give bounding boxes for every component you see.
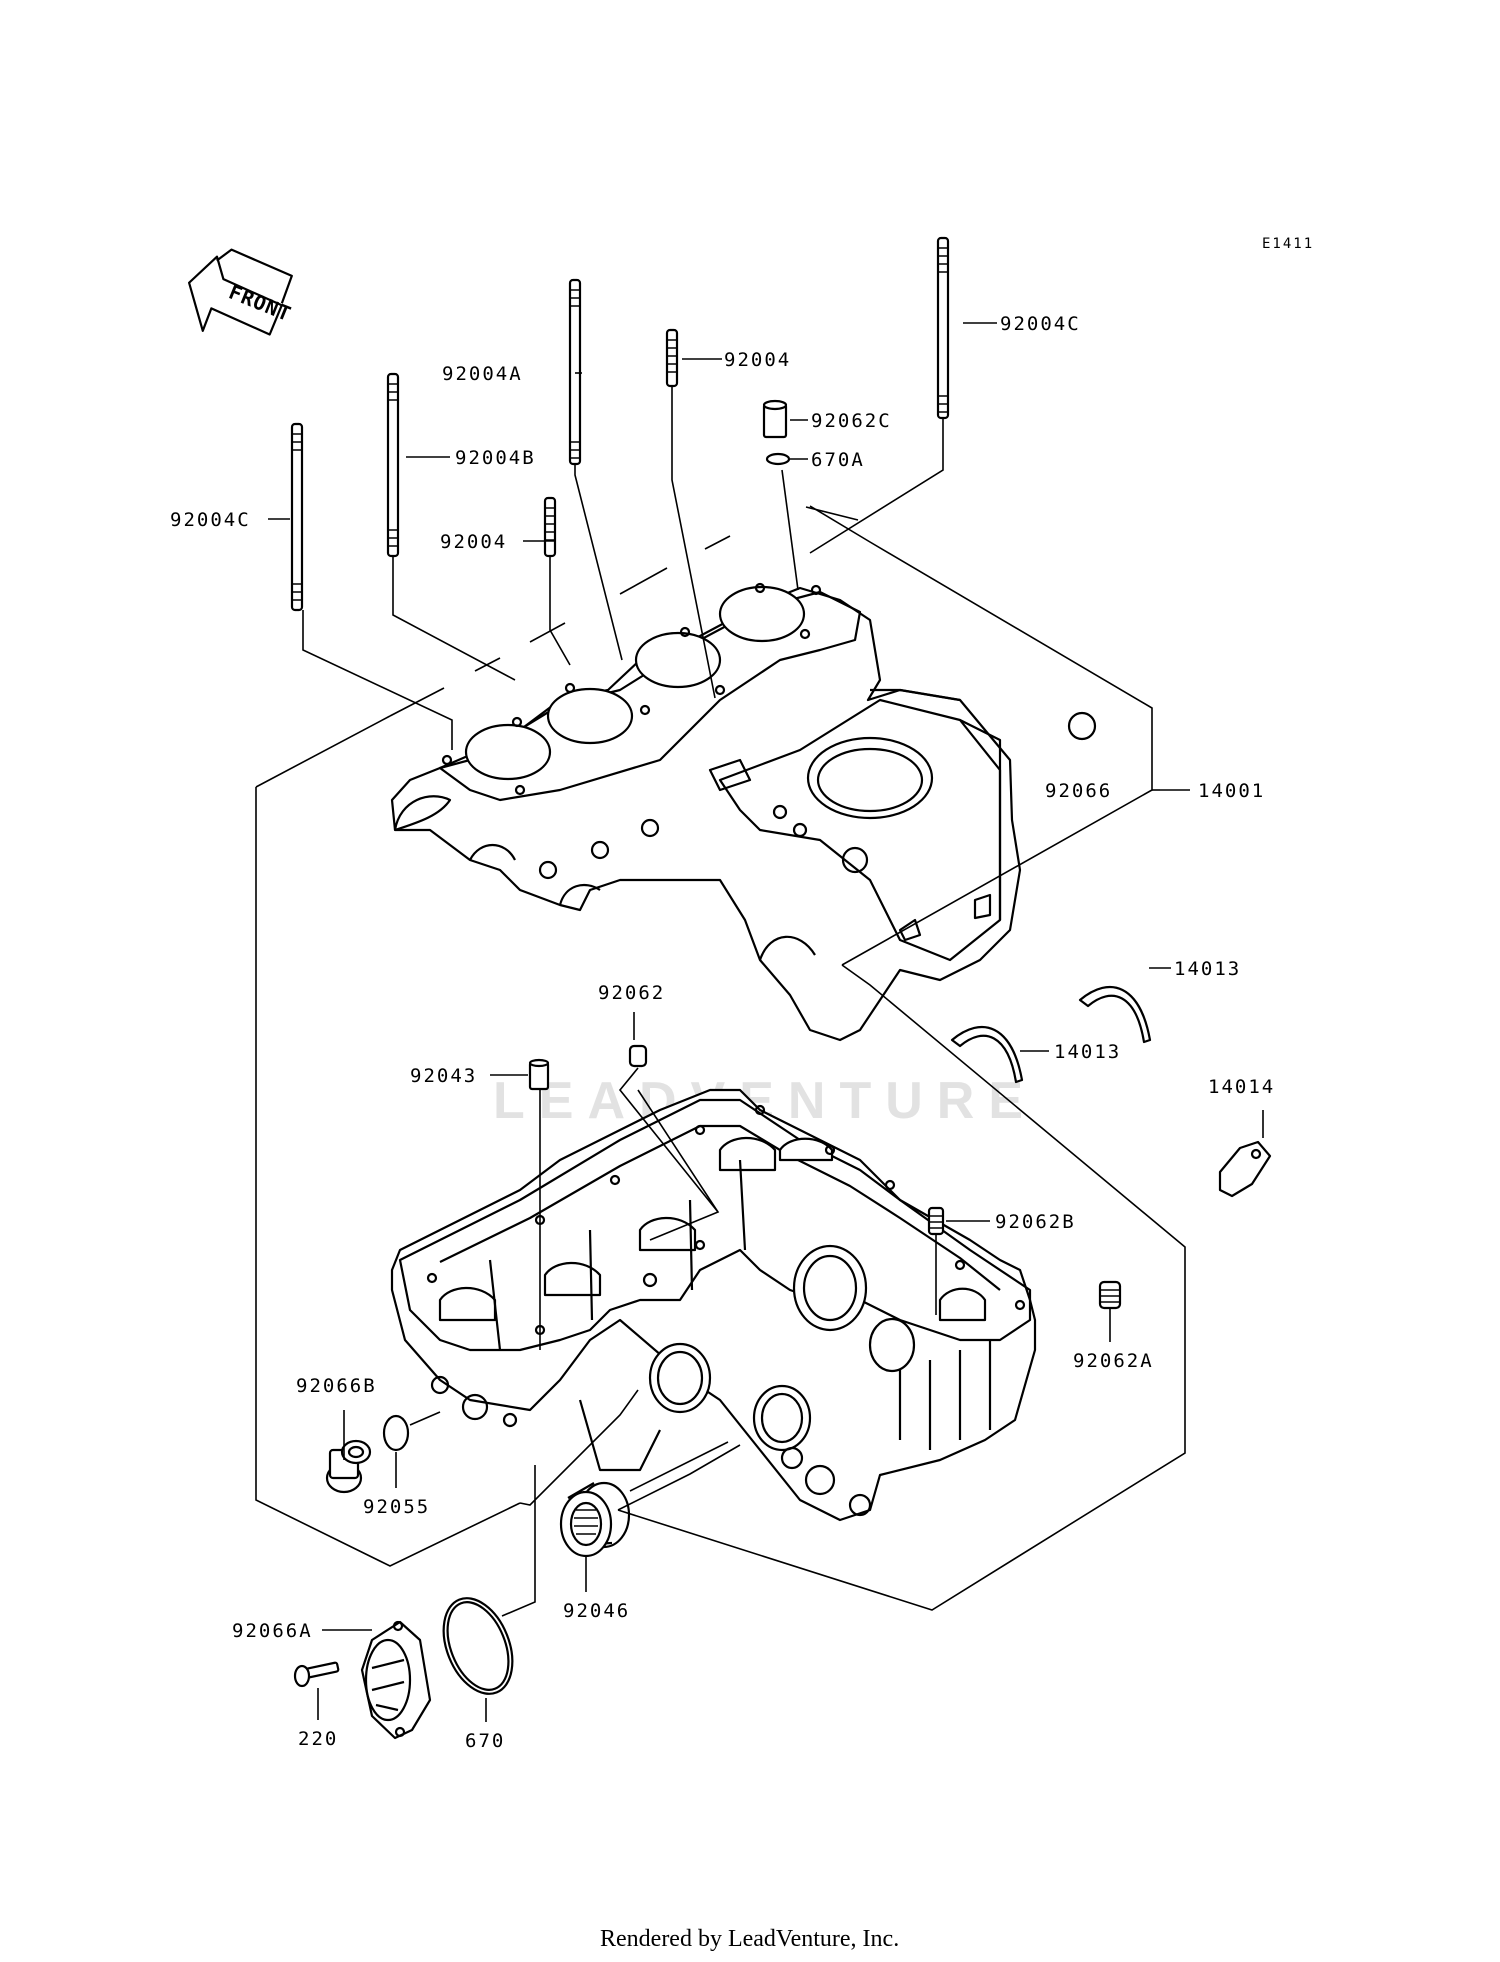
oring-670a — [765, 452, 791, 466]
label-92004-short: 92004 — [440, 531, 507, 553]
plug-92062a — [1098, 1280, 1122, 1310]
dowel-92043 — [528, 1058, 550, 1091]
bearing-92046 — [559, 1481, 631, 1558]
label-92066: 92066 — [1045, 780, 1112, 802]
stud-92004 — [665, 328, 679, 388]
label-92066b: 92066B — [296, 1375, 377, 1397]
label-92004c-top: 92004C — [1000, 313, 1081, 335]
label-220: 220 — [298, 1728, 338, 1750]
label-14013-b: 14013 — [1054, 1041, 1121, 1063]
label-670: 670 — [465, 1730, 505, 1752]
label-92004: 92004 — [724, 349, 791, 371]
leader-lines — [255, 322, 1264, 1722]
label-92055: 92055 — [363, 1496, 430, 1518]
cover-92066a — [360, 1620, 432, 1740]
plate-14014 — [1218, 1140, 1272, 1198]
label-92062: 92062 — [598, 982, 665, 1004]
stud-92004-short — [543, 496, 557, 558]
front-arrow-icon: FRONT — [187, 248, 295, 336]
gasket-92055 — [382, 1414, 410, 1452]
stud-92004c-left — [290, 422, 304, 612]
bolt-92066b — [325, 1439, 372, 1494]
stud-92004a — [568, 278, 582, 466]
label-92046: 92046 — [563, 1600, 630, 1622]
bolt-220 — [293, 1661, 340, 1688]
label-92004a: 92004A — [442, 363, 523, 385]
bearing-14013-a — [1078, 985, 1152, 1044]
stud-92004b — [386, 372, 400, 558]
bearing-14013-b — [950, 1025, 1024, 1084]
label-92004c-left: 92004C — [170, 509, 251, 531]
plug-92062b — [927, 1206, 945, 1236]
oring-670 — [442, 1597, 514, 1695]
label-14014: 14014 — [1208, 1076, 1275, 1098]
label-14013-a: 14013 — [1174, 958, 1241, 980]
label-92062b: 92062B — [995, 1211, 1076, 1233]
label-92062c: 92062C — [811, 410, 892, 432]
lower-crankcase — [390, 1088, 1037, 1522]
label-92066a: 92066A — [232, 1620, 313, 1642]
stud-92004c-top — [936, 236, 950, 420]
upper-crankcase — [390, 582, 1022, 1042]
plug-92066 — [1067, 711, 1097, 741]
label-92062a: 92062A — [1073, 1350, 1154, 1372]
part-labels: 92004C 92004 92004A 92062C 670A 92004B 9… — [170, 313, 1275, 1752]
label-92004b: 92004B — [455, 447, 536, 469]
dowel-92062c — [762, 399, 788, 439]
label-92043: 92043 — [410, 1065, 477, 1087]
label-14001: 14001 — [1198, 780, 1265, 802]
dowel-92062 — [628, 1044, 648, 1068]
diagram-code: E1411 — [1262, 236, 1314, 252]
label-670a: 670A — [811, 449, 865, 471]
footer-credit: Rendered by LeadVenture, Inc. — [600, 1926, 899, 1952]
